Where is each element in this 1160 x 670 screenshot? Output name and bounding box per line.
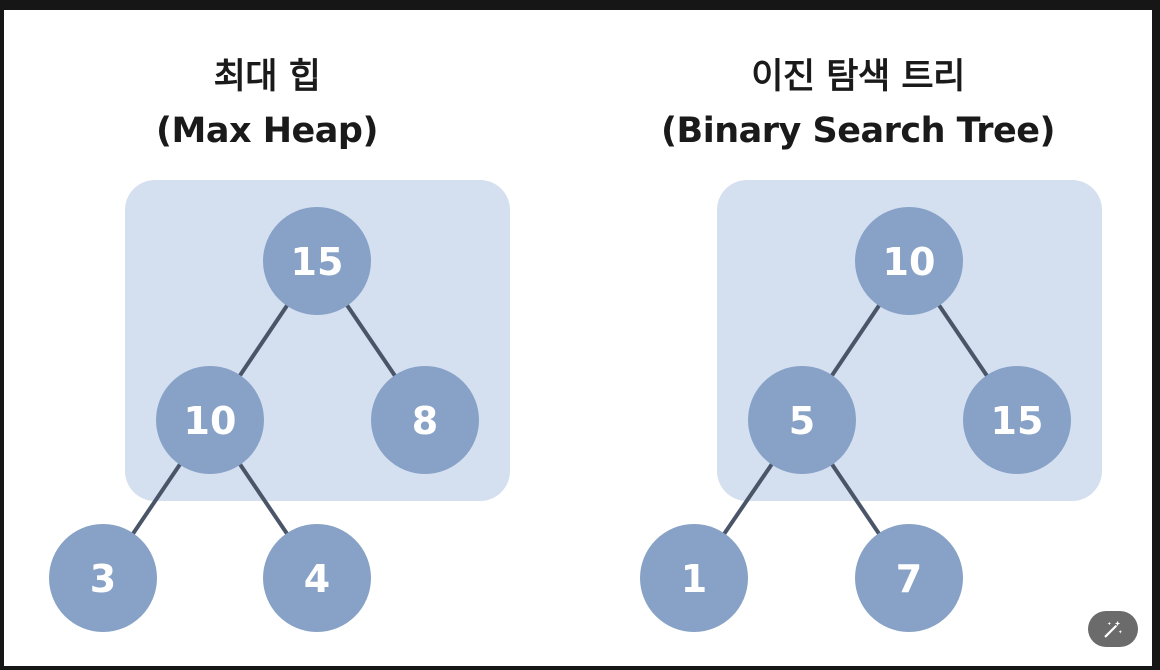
bst-node-right-label: 15 <box>991 399 1044 443</box>
heap-node-root <box>263 207 371 315</box>
heap-node-left-right <box>263 524 371 632</box>
bst-title-english: (Binary Search Tree) <box>661 111 1055 151</box>
bst-node-root-label: 10 <box>883 240 936 284</box>
bst-title-korean: 이진 탐색 트리 <box>751 57 965 97</box>
bst-node-right <box>963 366 1071 474</box>
bst-node-left <box>748 366 856 474</box>
heap-node-left-label: 10 <box>184 399 237 443</box>
heap-node-right-label: 8 <box>412 399 438 443</box>
bst-node-left-left-label: 1 <box>681 557 707 601</box>
bst-node-left-label: 5 <box>789 399 815 443</box>
bst-node-left-left <box>640 524 748 632</box>
heap-node-left-left-label: 3 <box>90 557 116 601</box>
bst-node-left-right-label: 7 <box>896 557 922 601</box>
tree-diagrams: 15 10 8 3 4 10 5 15 1 7 <box>49 180 1102 632</box>
bst-tree: 10 5 15 1 7 <box>640 180 1102 632</box>
max-heap-title-korean: 최대 힙 <box>213 57 321 97</box>
heap-node-left-right-label: 4 <box>304 557 330 601</box>
max-heap-title: 최대 힙 (Max Heap) <box>67 50 467 158</box>
diagram-canvas: 최대 힙 (Max Heap) 이진 탐색 트리 (Binary Search … <box>4 10 1152 666</box>
heap-node-left-left <box>49 524 157 632</box>
max-heap-tree: 15 10 8 3 4 <box>49 180 510 632</box>
magic-edit-button[interactable] <box>1088 611 1138 647</box>
magic-wand-icon <box>1104 620 1123 638</box>
bst-node-left-right <box>855 524 963 632</box>
bst-node-root <box>855 207 963 315</box>
bst-title: 이진 탐색 트리 (Binary Search Tree) <box>608 50 1108 158</box>
heap-node-left <box>156 366 264 474</box>
max-heap-title-english: (Max Heap) <box>156 111 378 151</box>
heap-node-root-label: 15 <box>291 240 344 284</box>
heap-node-right <box>371 366 479 474</box>
